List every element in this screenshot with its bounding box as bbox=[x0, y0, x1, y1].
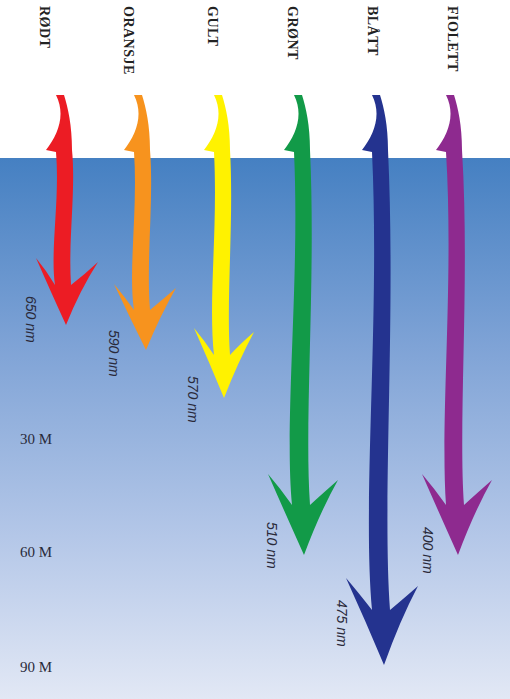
red-arrow bbox=[36, 95, 98, 325]
wavelength-label: 590 nm bbox=[106, 330, 122, 377]
violet-arrow bbox=[422, 95, 492, 555]
water-body bbox=[0, 158, 510, 699]
blue-arrow bbox=[346, 95, 418, 665]
color-name: BLÅTT bbox=[364, 6, 380, 56]
depth-label: 60 M bbox=[20, 544, 52, 560]
green-arrow bbox=[268, 95, 338, 555]
color-name: ORANSJE bbox=[120, 6, 136, 75]
wavelength-label: 510 nm bbox=[264, 522, 280, 569]
depth-label: 90 M bbox=[20, 659, 52, 675]
color-name: GRØNT bbox=[284, 6, 300, 60]
yellow-arrow bbox=[194, 95, 254, 398]
wavelength-label: 650 nm bbox=[23, 296, 39, 343]
wavelength-label: 475 nm bbox=[334, 600, 350, 647]
depth-label: 30 M bbox=[20, 431, 52, 447]
wavelength-label: 570 nm bbox=[185, 376, 201, 423]
orange-arrow bbox=[114, 95, 176, 350]
color-name: GULT bbox=[204, 6, 220, 46]
color-name: FIOLETT bbox=[444, 6, 460, 72]
wavelength-label: 400 nm bbox=[420, 527, 436, 574]
color-name: RØDT bbox=[36, 6, 52, 48]
